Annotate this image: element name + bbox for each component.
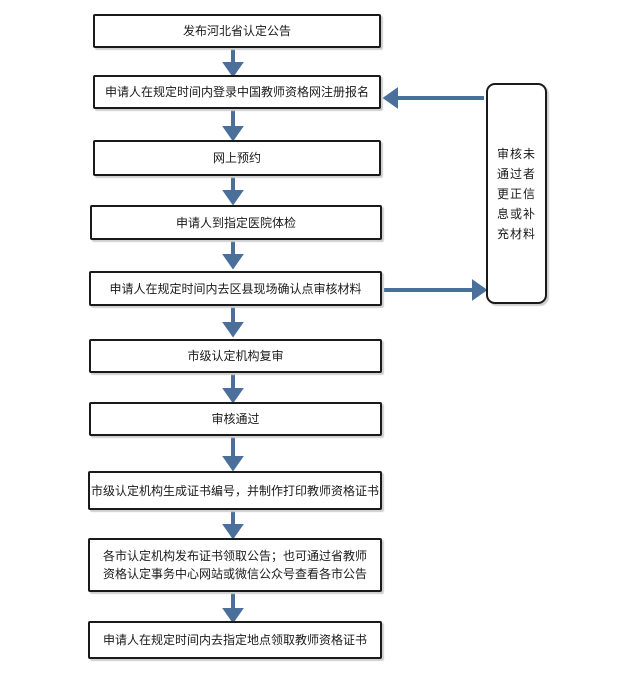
arrow-head-2-3 — [222, 126, 244, 142]
arrow-head-3-4 — [222, 190, 244, 206]
step-4-physical-exam: 申请人到指定医院体检 — [90, 205, 382, 240]
step-5-onsite-confirmation: 申请人在规定时间内去区县现场确认点审核材料 — [89, 271, 382, 306]
step-9-collection-announcement: 各市认定机构发布证书领取公告；也可通过省教师资格认定事务中心网站或微信公众号查看… — [88, 538, 382, 592]
side-arrows — [382, 87, 488, 301]
down-arrows — [222, 48, 244, 624]
arrow-head-side-to-step2 — [382, 87, 398, 109]
arrow-head-9-10 — [222, 608, 244, 624]
step-7-approved: 审核通过 — [89, 402, 382, 436]
step-1-publish-announcement: 发布河北省认定公告 — [93, 14, 381, 48]
arrow-head-5-6 — [222, 322, 244, 338]
step-3-online-appointment: 网上预约 — [93, 140, 381, 176]
step-6-city-review: 市级认定机构复审 — [89, 339, 382, 373]
step-8-generate-certificate: 市级认定机构生成证书编号，并制作打印教师资格证书 — [88, 471, 382, 510]
side-box-correction: 审核未通过者更正信息或补充材料 — [486, 83, 547, 304]
step-2-online-registration: 申请人在规定时间内登录中国教师资格网注册报名 — [93, 75, 381, 109]
arrow-head-1-2 — [222, 62, 244, 78]
arrow-head-4-5 — [222, 254, 244, 270]
step-10-collect-certificate: 申请人在规定时间内去指定地点领取教师资格证书 — [88, 621, 382, 659]
arrow-head-8-9 — [222, 524, 244, 540]
arrow-head-step5-to-side — [472, 279, 488, 301]
side-box-text: 审核未通过者更正信息或补充材料 — [496, 146, 536, 241]
arrow-head-6-7 — [222, 388, 244, 404]
arrow-head-7-8 — [222, 456, 244, 472]
